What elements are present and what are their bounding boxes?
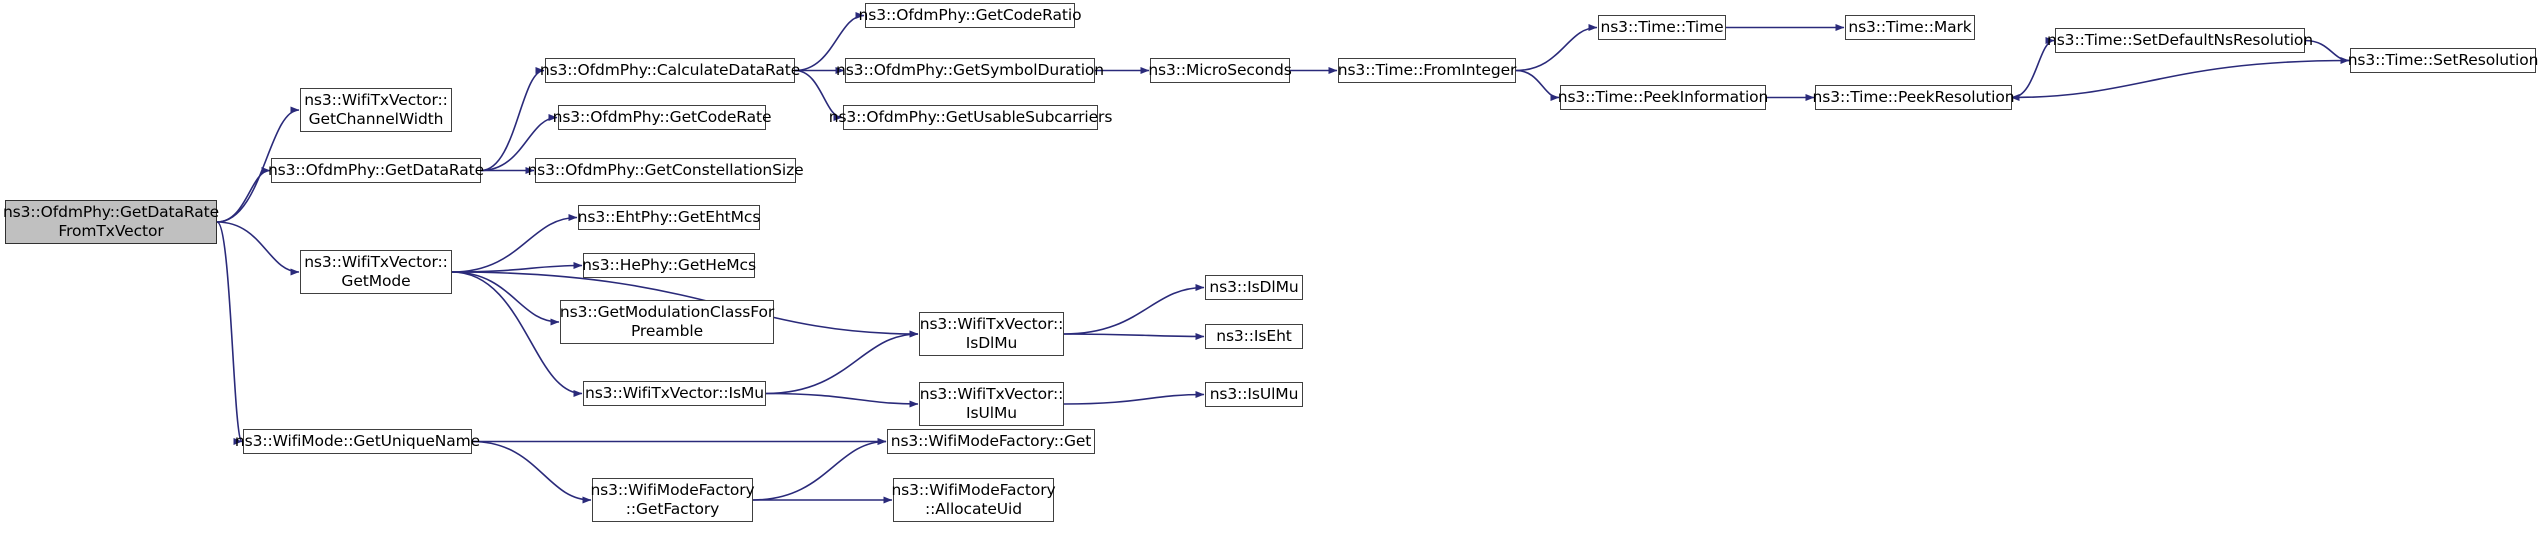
graph-node-getdatarate[interactable]: ns3::OfdmPhy::GetDataRate xyxy=(268,158,484,183)
graph-edge-getuniquename-to-getfactory xyxy=(471,440,592,504)
graph-node-peekinfo[interactable]: ns3::Time::PeekInformation xyxy=(1558,85,1768,110)
graph-node-isdlmuwtv[interactable]: ns3::WifiTxVector:: IsDlMu xyxy=(919,312,1064,356)
graph-node-timetime[interactable]: ns3::Time::Time xyxy=(1598,15,1726,40)
graph-node-getusablesub[interactable]: ns3::OfdmPhy::GetUsableSubcarriers xyxy=(829,105,1112,130)
graph-node-gethemcs[interactable]: ns3::HePhy::GetHeMcs xyxy=(582,253,756,278)
graph-node-wmfget[interactable]: ns3::WifiModeFactory::Get xyxy=(887,429,1095,454)
graph-edge-frominteger-to-timetime xyxy=(1515,24,1598,72)
graph-node-getconstsize[interactable]: ns3::OfdmPhy::GetConstellationSize xyxy=(527,158,804,183)
graph-node-getsymbdur[interactable]: ns3::OfdmPhy::GetSymbolDuration xyxy=(836,58,1104,83)
graph-node-timemark[interactable]: ns3::Time::Mark xyxy=(1845,15,1975,40)
graph-edge-ismu-to-isdlmuwtv xyxy=(765,330,919,395)
graph-edge-root-to-getuniquename xyxy=(216,221,243,445)
graph-edge-getmode-to-getmodclass xyxy=(451,271,560,326)
graph-node-root: ns3::OfdmPhy::GetDataRate FromTxVector xyxy=(3,200,219,244)
graph-node-getfactory[interactable]: ns3::WifiModeFactory ::GetFactory xyxy=(590,478,755,522)
graph-node-getmodclass[interactable]: ns3::GetModulationClassFor Preamble xyxy=(560,300,774,344)
graph-node-getchannelwidth[interactable]: ns3::WifiTxVector:: GetChannelWidth xyxy=(300,88,452,132)
graph-edge-setres-to-peekres xyxy=(2010,59,2351,101)
graph-node-iseht[interactable]: ns3::IsEht xyxy=(1205,324,1303,349)
graph-node-getehtmcs[interactable]: ns3::EhtPhy::GetEhtMcs xyxy=(578,205,760,230)
graph-edge-isdlmuwtv-to-isdlmu xyxy=(1063,284,1205,335)
graph-node-isulmuwtv[interactable]: ns3::WifiTxVector:: IsUlMu xyxy=(919,382,1064,426)
graph-node-setdefnsres[interactable]: ns3::Time::SetDefaultNsResolution xyxy=(2047,28,2313,53)
graph-node-isdlmu[interactable]: ns3::IsDlMu xyxy=(1205,275,1303,300)
graph-edge-root-to-getmode xyxy=(216,221,300,276)
graph-edge-ismu-to-isulmuwtv xyxy=(765,392,919,408)
graph-node-isulmu[interactable]: ns3::IsUlMu xyxy=(1205,382,1303,407)
graph-node-microseconds[interactable]: ns3::MicroSeconds xyxy=(1148,58,1292,83)
graph-edge-getmode-to-getehtmcs xyxy=(451,214,578,273)
edges-group xyxy=(216,12,2351,504)
graph-edge-isdlmuwtv-to-iseht xyxy=(1063,332,1205,340)
graph-node-getcoderatio[interactable]: ns3::OfdmPhy::GetCodeRatio xyxy=(859,3,1082,28)
graph-edge-getfactory-to-wmfget xyxy=(752,438,887,501)
graph-node-getcoderate[interactable]: ns3::OfdmPhy::GetCodeRate xyxy=(553,105,772,130)
graph-node-peekres[interactable]: ns3::Time::PeekResolution xyxy=(1813,85,2015,110)
graph-edge-isulmuwtv-to-isulmu xyxy=(1063,391,1205,405)
graph-node-frominteger[interactable]: ns3::Time::FromInteger xyxy=(1338,58,1516,83)
graph-node-getuniquename[interactable]: ns3::WifiMode::GetUniqueName xyxy=(235,429,480,454)
graph-edge-root-to-getdatarate xyxy=(216,167,271,223)
graph-node-ismu[interactable]: ns3::WifiTxVector::IsMu xyxy=(583,381,766,406)
graph-node-setres[interactable]: ns3::Time::SetResolution xyxy=(2348,48,2538,73)
graph-node-getmode[interactable]: ns3::WifiTxVector:: GetMode xyxy=(300,250,452,294)
graph-node-calcdatarate[interactable]: ns3::OfdmPhy::CalculateDataRate xyxy=(540,58,800,83)
graph-node-allocateuid[interactable]: ns3::WifiModeFactory ::AllocateUid xyxy=(891,478,1056,522)
graph-edge-frominteger-to-peekinfo xyxy=(1515,69,1560,101)
graph-edge-getmode-to-gethemcs xyxy=(451,262,583,273)
graph-edge-getdatarate-to-calcdatarate xyxy=(480,67,545,172)
